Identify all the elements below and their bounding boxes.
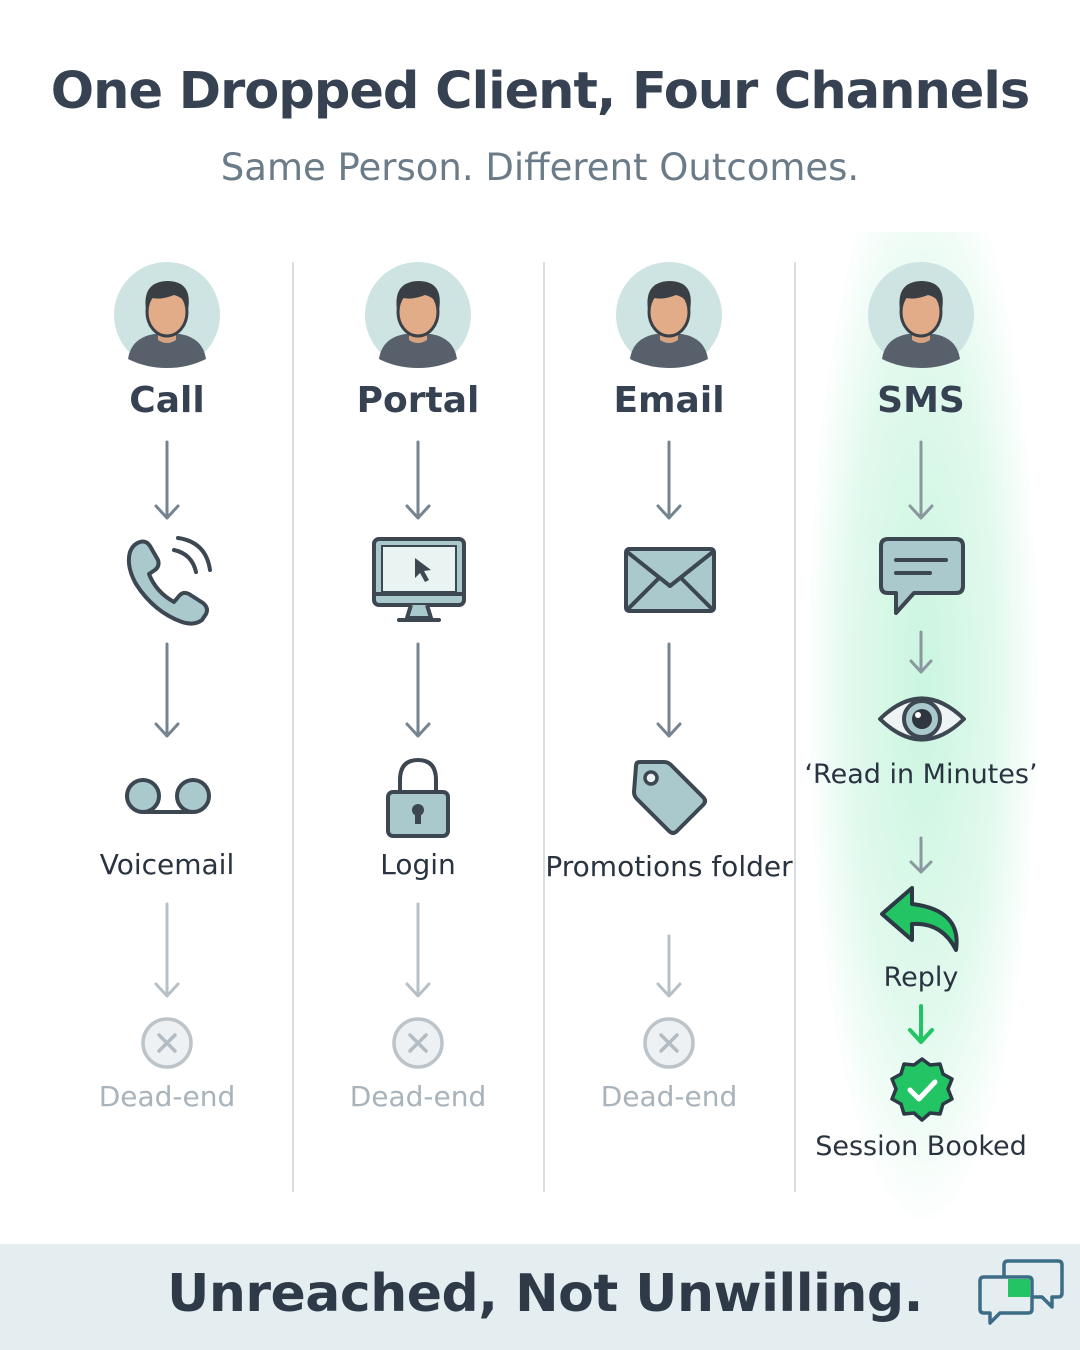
arrow-down-icon — [154, 440, 180, 520]
column-portal: Portal Login Dead-end — [293, 0, 543, 1240]
channel-label-call: Call — [129, 380, 205, 421]
step-label-login: Login — [380, 848, 456, 881]
envelope-icon — [624, 547, 716, 613]
faded-arrow-down-icon — [656, 934, 682, 998]
faded-arrow-down-icon — [154, 902, 180, 998]
outcome-label-dead-end: Dead-end — [349, 1080, 487, 1113]
x-circle-icon — [392, 1017, 444, 1069]
column-divider — [292, 262, 294, 1192]
channel-label-email: Email — [613, 380, 725, 421]
x-circle-icon — [643, 1017, 695, 1069]
person-avatar-icon — [616, 262, 722, 368]
channel-label-portal: Portal — [356, 380, 480, 421]
eye-icon — [878, 696, 966, 742]
arrow-down-icon — [405, 642, 431, 738]
tag-icon — [632, 760, 707, 835]
outcome-label-session-booked: Session Booked — [815, 1131, 1027, 1162]
lock-icon — [386, 757, 450, 838]
column-sms: SMS ‘Read in Minutes’ Reply Session Book… — [796, 0, 1046, 1240]
arrow-down-icon — [154, 642, 180, 738]
green-arrow-down-icon — [908, 1004, 934, 1044]
step-label-read-in-minutes: ‘Read in Minutes’ — [804, 759, 1038, 790]
arrow-down-icon — [656, 642, 682, 738]
chat-bubbles-icon — [978, 1259, 1064, 1325]
arrow-down-icon — [908, 440, 934, 520]
person-avatar-icon — [365, 262, 471, 368]
person-avatar-icon — [868, 262, 974, 368]
arrow-down-icon — [909, 630, 933, 674]
x-circle-icon — [141, 1017, 193, 1069]
check-badge-icon — [890, 1057, 954, 1122]
voicemail-icon — [125, 778, 211, 814]
step-label-promotions-folder: Promotions folder — [545, 850, 793, 883]
step-label-reply: Reply — [883, 962, 959, 993]
footer-tagline: Unreached, Not Unwilling. — [167, 1264, 923, 1324]
outcome-label-dead-end: Dead-end — [98, 1080, 236, 1113]
column-email: Email Promotions folder Dead-end — [544, 0, 794, 1240]
arrow-down-icon — [909, 836, 933, 874]
footer-banner: Unreached, Not Unwilling. — [0, 1244, 1080, 1350]
faded-arrow-down-icon — [405, 902, 431, 998]
step-label-voicemail: Voicemail — [99, 848, 235, 881]
page-title: One Dropped Client, Four Channels — [50, 62, 1030, 121]
column-call: Call Voicemail Dead-end — [42, 0, 292, 1240]
monitor-icon — [372, 537, 466, 622]
column-divider — [543, 262, 545, 1192]
column-divider — [794, 262, 796, 1192]
phone-icon — [126, 536, 212, 626]
arrow-down-icon — [656, 440, 682, 520]
page-subtitle: Same Person. Different Outcomes. — [220, 146, 860, 189]
arrow-down-icon — [405, 440, 431, 520]
chat-bubble-icon — [879, 537, 965, 615]
outcome-label-dead-end: Dead-end — [600, 1080, 738, 1113]
person-avatar-icon — [114, 262, 220, 368]
reply-arrow-icon — [880, 886, 959, 952]
channel-label-sms: SMS — [877, 380, 965, 421]
